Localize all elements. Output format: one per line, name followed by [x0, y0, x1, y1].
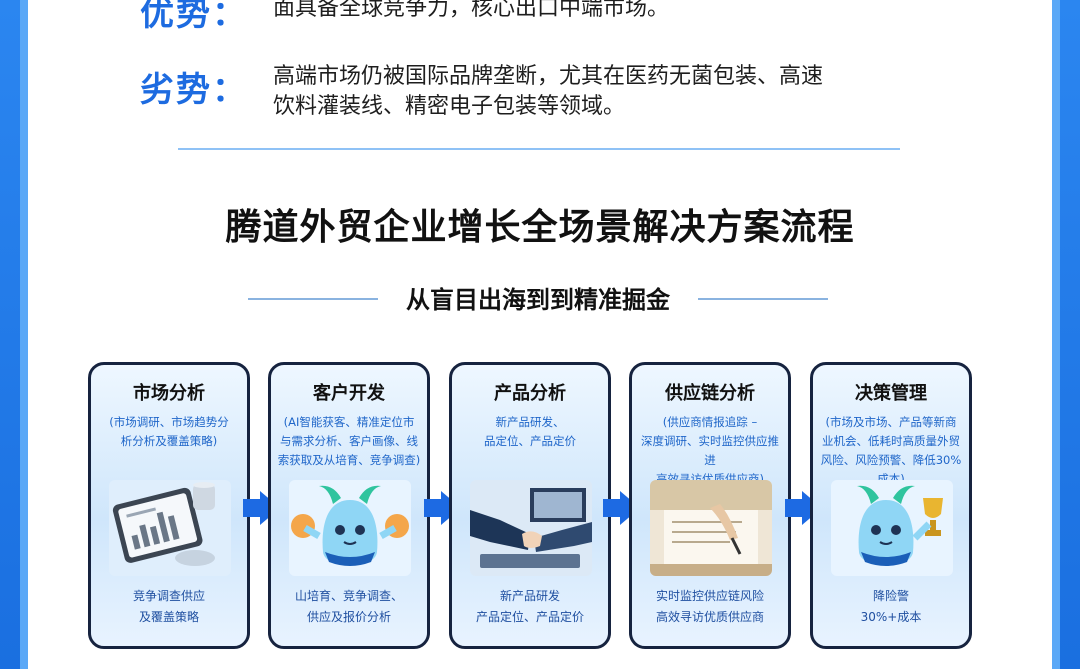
card-desc-line: 业机会、低耗时高质量外贸 — [822, 434, 960, 448]
analytics-tablet-illustration — [109, 480, 231, 576]
card-supply-chain-analysis[interactable]: 供应链分析 (供应商情报追踪 – 深度调研、实时监控供应推进 高效寻访优质供应商… — [629, 362, 791, 649]
mascot-trophy-illustration — [831, 480, 953, 576]
writing-illustration — [650, 480, 772, 576]
card-desc-line: 品定位、产品定价 — [484, 434, 576, 448]
card-footer-line: 产品定位、产品定价 — [475, 610, 584, 624]
card-market-analysis[interactable]: 市场分析 (市场调研、市场趋势分 析分析及覆盖策略) — [88, 362, 250, 649]
card-desc: (AI智能获客、精准定位市 与需求分析、客户画像、线 索获取及从培育、竞争调查) — [277, 413, 421, 470]
disadvantage-label: 劣势： — [140, 70, 248, 110]
handshake-illustration — [470, 480, 592, 576]
card-footer: 山培育、竞争调查、 供应及报价分析 — [275, 586, 423, 628]
card-customer-development[interactable]: 客户开发 (AI智能获客、精准定位市 与需求分析、客户画像、线 索获取及从培育、… — [268, 362, 430, 649]
card-desc-line: 新产品研发、 — [495, 415, 565, 429]
card-desc-line: (供应商情报追踪 – — [662, 415, 758, 429]
card-footer: 竞争调查供应 及覆盖策略 — [95, 586, 243, 628]
card-desc-line: (市场调研、市场趋势分 — [109, 415, 229, 429]
card-desc: (市场及市场、产品等新商 业机会、低耗时高质量外贸 风险、风险预警、降低30%成… — [819, 413, 963, 489]
card-footer-line: 供应及报价分析 — [306, 610, 391, 624]
card-footer-line: 山培育、竞争调查、 — [294, 589, 403, 603]
card-title: 决策管理 — [855, 383, 927, 404]
card-footer: 实时监控供应链风险 高效寻访优质供应商 — [636, 586, 784, 628]
card-footer-line: 竞争调查供应 — [132, 589, 205, 603]
card-desc-line: 索获取及从培育、竞争调查) — [277, 453, 421, 467]
card-desc: (供应商情报追踪 – 深度调研、实时监控供应推进 高效寻访优质供应商) — [638, 413, 782, 489]
subheadline-row: 从盲目出海到到精准掘金 — [28, 276, 1052, 316]
mascot-cheer-illustration — [289, 480, 411, 576]
card-footer-line: 30%+成本 — [860, 610, 922, 624]
card-title: 供应链分析 — [665, 383, 755, 404]
subheadline-rule-right — [698, 298, 828, 300]
section-divider — [178, 148, 900, 150]
card-footer: 新产品研发 产品定位、产品定价 — [456, 586, 604, 628]
card-footer-line: 高效寻访优质供应商 — [655, 610, 764, 624]
card-desc-line: (AI智能获客、精准定位市 — [283, 415, 415, 429]
card-desc-line: 与需求分析、客户画像、线 — [280, 434, 418, 448]
card-footer: 降险警 30%+成本 — [817, 586, 965, 628]
disadvantage-line-2: 饮料灌装线、精密电子包装等领域。 — [273, 94, 626, 119]
card-desc-line: 深度调研、实时监控供应推进 — [641, 434, 779, 467]
card-desc: (市场调研、市场趋势分 析分析及覆盖策略) — [97, 413, 241, 451]
disadvantage-line-1: 高端市场仍被国际品牌垄断，尤其在医药无菌包装、高速 — [273, 64, 824, 89]
card-product-analysis[interactable]: 产品分析 新产品研发、 品定位、产品定价 新产品研发 产品定位、产品定价 — [449, 362, 611, 649]
card-footer-line: 降险警 — [872, 589, 909, 603]
card-footer-line: 新产品研发 — [499, 589, 560, 603]
headline: 腾道外贸企业增长全场景解决方案流程 — [225, 207, 855, 248]
card-desc: 新产品研发、 品定位、产品定价 — [458, 413, 602, 451]
subheadline: 从盲目出海到到精准掘金 — [406, 286, 670, 314]
subheadline-rule-left — [248, 298, 378, 300]
card-title: 产品分析 — [494, 383, 566, 404]
card-footer-line: 实时监控供应链风险 — [655, 589, 764, 603]
card-footer-line: 及覆盖策略 — [138, 610, 199, 624]
advantage-label: 优势： — [140, 0, 248, 34]
card-title: 市场分析 — [133, 383, 205, 404]
card-decision-management[interactable]: 决策管理 (市场及市场、产品等新商 业机会、低耗时高质量外贸 风险、风险预警、降… — [810, 362, 972, 649]
card-title: 客户开发 — [313, 383, 385, 404]
disadvantage-text: 高端市场仍被国际品牌垄断，尤其在医药无菌包装、高速 饮料灌装线、精密电子包装等领… — [273, 62, 823, 122]
card-desc-line: 析分析及覆盖策略) — [120, 434, 218, 448]
advantage-text: 面具备全球竞争力，核心出口中端市场。 — [273, 0, 670, 21]
card-desc-line: (市场及市场、产品等新商 — [825, 415, 957, 429]
